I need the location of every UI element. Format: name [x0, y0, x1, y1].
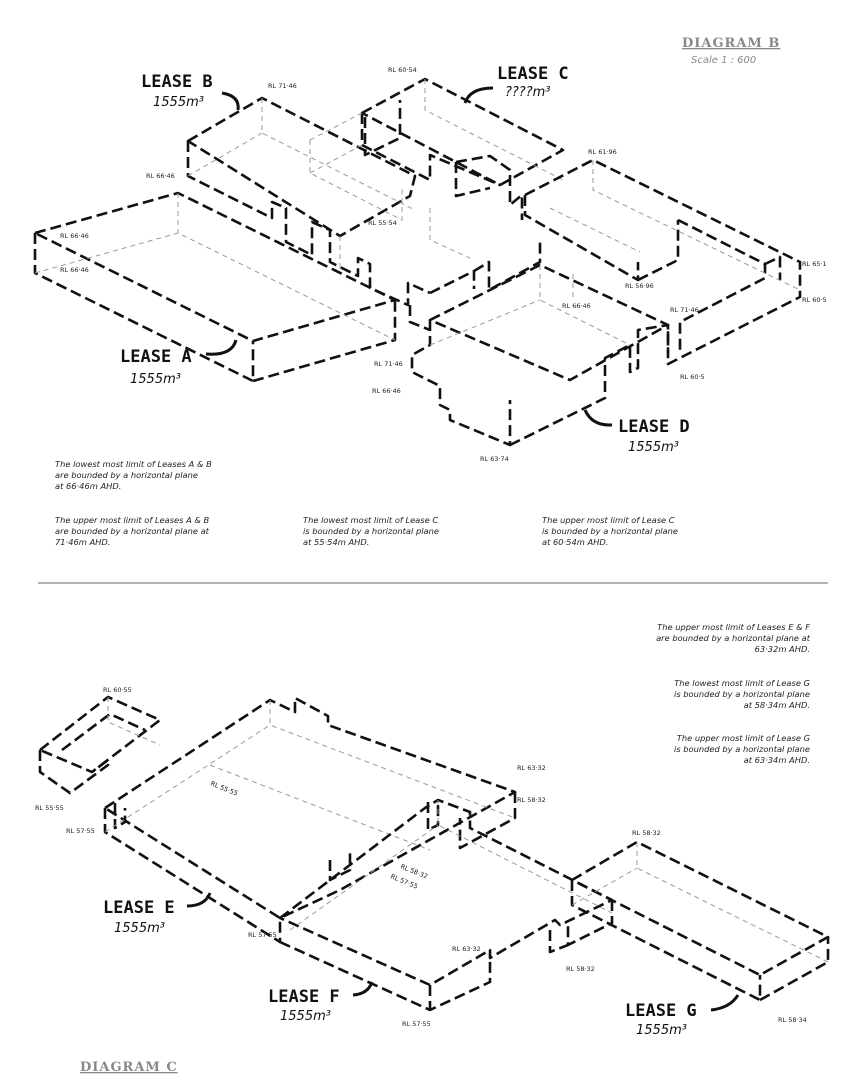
note-line: at 63·34m AHD.: [744, 755, 810, 765]
rl-label: RL 66·46: [146, 172, 175, 180]
lease-c-label: LEASE C ????m³: [463, 64, 569, 104]
lease-volume: 1555m³: [628, 440, 679, 455]
note-line: at 55·54m AHD.: [303, 537, 369, 547]
lease-b-volume: [186, 96, 542, 307]
lease-d-label: LEASE D 1555m³: [583, 409, 690, 455]
lease-volume: 1555m³: [153, 95, 204, 110]
diagram-b-note-2: The upper most limit of Leases A & B are…: [55, 515, 210, 547]
lease-f-label: LEASE F 1555m³: [268, 981, 374, 1024]
note-line: is bounded by a horizontal plane: [674, 689, 810, 699]
note-line: are bounded by a horizontal plane at: [55, 526, 210, 536]
lease-e-annex-volume: [38, 695, 162, 795]
lease-c-wing-volume: [523, 158, 802, 366]
note-line: is bounded by a horizontal plane: [303, 526, 439, 536]
diagram-b-scale: Scale 1 : 600: [691, 55, 756, 66]
lease-f-pointer: [352, 981, 374, 997]
lease-c-pointer: [463, 86, 494, 104]
rl-label: RL 56·96: [625, 282, 654, 290]
lease-volume: 1555m³: [636, 1023, 687, 1038]
rl-label: RL 55·55: [209, 779, 239, 797]
note-line: The lowest most limit of Leases A & B: [55, 459, 212, 469]
rl-label: RL 65·1: [802, 260, 827, 268]
diagram-b-level-labels: RL 71·46 RL 60·54 RL 61·96 RL 66·46 RL 5…: [60, 66, 827, 463]
rl-label: RL 71·46: [670, 306, 699, 314]
rl-label: RL 63·32: [452, 945, 481, 953]
note-line: is bounded by a horizontal plane: [542, 526, 678, 536]
lease-volume: 1555m³: [280, 1009, 331, 1024]
diagram-b-note-3: The lowest most limit of Lease C is boun…: [303, 515, 439, 547]
diagram-b-note-1: The lowest most limit of Leases A & B ar…: [55, 459, 212, 491]
lease-b-label: LEASE B 1555m³: [141, 72, 240, 111]
diagram-b: DIAGRAM B Scale 1 : 600: [33, 36, 827, 547]
note-line: The upper most limit of Leases A & B: [55, 515, 210, 525]
note-line: are bounded by a horizontal plane: [55, 470, 198, 480]
lease-d-volume: [408, 263, 670, 447]
rl-label: RL 57·55: [66, 827, 95, 835]
rl-label: RL 66·46: [372, 387, 401, 395]
lease-b-pointer: [221, 91, 240, 111]
rl-label: RL 66·46: [60, 266, 89, 274]
note-line: 71·46m AHD.: [55, 537, 110, 547]
rl-label: RL 58·32: [632, 829, 661, 837]
rl-label: RL 60·5: [802, 296, 827, 304]
diagram-c: The upper most limit of Leases E & F are…: [35, 622, 830, 1075]
rl-label: RL 63·32: [517, 764, 546, 772]
rl-label: RL 55·55: [35, 804, 64, 812]
rl-label: RL 63·74: [480, 455, 509, 463]
note-line: The lowest most limit of Lease G: [674, 678, 810, 688]
diagram-c-title: DIAGRAM C: [80, 1060, 178, 1075]
lease-g-label: LEASE G 1555m³: [625, 994, 740, 1038]
lease-name: LEASE D: [618, 417, 690, 437]
lease-name: LEASE E: [103, 898, 175, 918]
note-line: 63·32m AHD.: [755, 644, 810, 654]
lease-name: LEASE G: [625, 1001, 697, 1021]
lease-g-volume: [570, 840, 830, 1002]
lease-c-volume: [309, 77, 565, 259]
rl-label: RL 60·55: [103, 686, 132, 694]
diagram-c-note-3: The upper most limit of Lease G is bound…: [674, 733, 811, 765]
rl-label: RL 71·46: [374, 360, 403, 368]
rl-label: RL 58·32: [566, 965, 595, 973]
lease-a-label: LEASE A 1555m³: [120, 339, 238, 387]
note-line: is bounded by a horizontal plane: [674, 744, 810, 754]
rl-label: RL 61·96: [588, 148, 617, 156]
note-line: The lowest most limit of Lease C: [303, 515, 438, 525]
rl-label: RL 66·46: [562, 302, 591, 310]
note-line: The upper most limit of Lease G: [677, 733, 811, 743]
lease-d-pointer: [583, 409, 613, 427]
diagram-b-note-4: The upper most limit of Lease C is bound…: [542, 515, 678, 547]
lease-volume: 1555m³: [114, 921, 165, 936]
note-line: at 60·54m AHD.: [542, 537, 608, 547]
rl-label: RL 58·34: [778, 1016, 807, 1024]
rl-label: RL 60·54: [388, 66, 417, 74]
lease-e-volume: [103, 696, 517, 944]
lease-e-pointer: [186, 892, 212, 908]
diagram-c-note-1: The upper most limit of Leases E & F are…: [656, 622, 811, 654]
note-line: The upper most limit of Lease C: [542, 515, 675, 525]
note-line: at 58·34m AHD.: [744, 700, 810, 710]
lease-g-pointer: [710, 994, 740, 1012]
note-line: at 66·46m AHD.: [55, 481, 121, 491]
lease-name: LEASE C: [497, 64, 569, 84]
rl-label: RL 57·55: [248, 931, 277, 939]
lease-name: LEASE F: [268, 987, 340, 1007]
rl-label: RL 60·5: [680, 373, 705, 381]
diagram-c-note-2: The lowest most limit of Lease G is boun…: [674, 678, 811, 710]
rl-label: RL 55·54: [368, 219, 397, 227]
rl-label: RL 57·55: [402, 1020, 431, 1028]
rl-label: RL 66·46: [60, 232, 89, 240]
lease-a-pointer: [205, 339, 238, 356]
rl-label: RL 58·32: [517, 796, 546, 804]
lease-e-label: LEASE E 1555m³: [103, 892, 212, 936]
lease-volume: ????m³: [505, 85, 550, 100]
note-line: are bounded by a horizontal plane at: [656, 633, 811, 643]
lease-volume: 1555m³: [130, 372, 181, 387]
rl-label: RL 71·46: [268, 82, 297, 90]
lease-name: LEASE A: [120, 347, 192, 367]
diagram-b-title: DIAGRAM B: [682, 36, 780, 51]
lease-name: LEASE B: [141, 72, 213, 92]
note-line: The upper most limit of Leases E & F: [657, 622, 810, 632]
